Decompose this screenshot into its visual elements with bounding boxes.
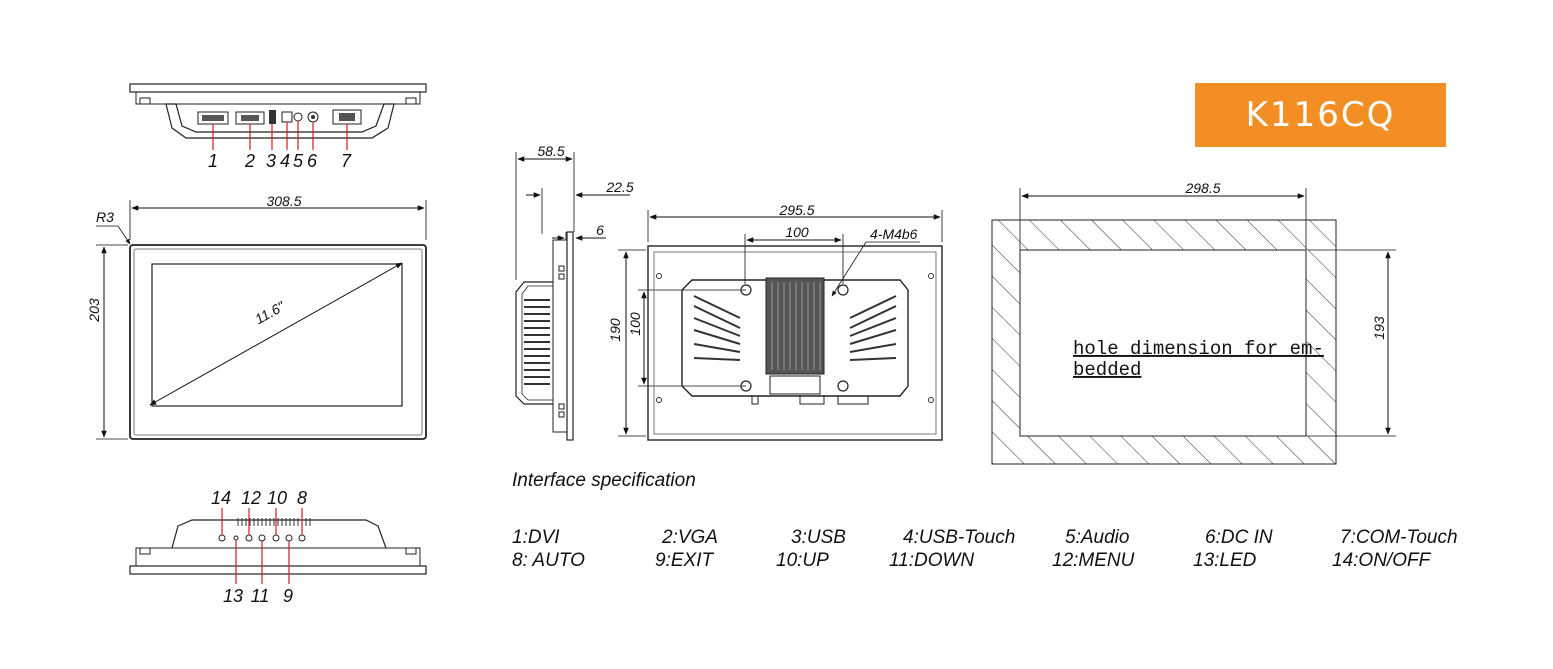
callout-label: 5 xyxy=(293,151,304,171)
callout-label: 2 xyxy=(244,151,255,171)
interface-item: 10:UP xyxy=(776,550,829,571)
top-connector-view: 1 2 3 4 5 6 7 xyxy=(129,83,427,171)
interface-item: 1:DVI xyxy=(512,527,560,548)
interface-specification: Interface specification 1:DVI 2:VGA 3:US… xyxy=(512,470,1458,571)
dim-front-width: 308.5 xyxy=(266,193,301,209)
front-view: 308.5 R3 11.6" 203 xyxy=(86,193,427,440)
callout-label: 10 xyxy=(267,488,287,508)
dim-side-thickness: 6 xyxy=(596,222,604,238)
interface-item: 12:MENU xyxy=(1052,550,1135,571)
interface-item: 3:USB xyxy=(791,527,846,548)
hole-note-line2: bedded xyxy=(1073,359,1141,381)
interface-item: 9:EXIT xyxy=(655,550,714,571)
callout-label: 13 xyxy=(223,586,243,606)
callout-label: 9 xyxy=(283,586,293,606)
interface-item: 2:VGA xyxy=(661,527,718,548)
callout-label: 14 xyxy=(211,488,231,508)
interface-item: 14:ON/OFF xyxy=(1332,550,1432,571)
callout-label: 8 xyxy=(297,488,307,508)
dim-side-depth: 58.5 xyxy=(537,143,564,159)
callout-label: 6 xyxy=(307,151,318,171)
dim-side-bezel: 22.5 xyxy=(605,179,633,195)
dim-vesa-width: 100 xyxy=(785,224,809,240)
interface-title: Interface specification xyxy=(512,470,696,491)
callout-label: 1 xyxy=(208,151,218,171)
back-view: 295.5 100 4-M4b6 190 100 xyxy=(607,202,943,441)
hole-note-line1: hole dimension for em- xyxy=(1073,338,1324,360)
dim-cutout-width: 298.5 xyxy=(1184,180,1220,196)
dim-cutout-height: 193 xyxy=(1371,316,1387,340)
bottom-button-view: 14 12 10 8 13 11 9 xyxy=(129,488,427,606)
dim-back-width: 295.5 xyxy=(778,202,814,218)
dim-screw: 4-M4b6 xyxy=(870,226,918,242)
dim-diagonal: 11.6" xyxy=(252,298,288,328)
interface-item: 6:DC IN xyxy=(1205,527,1273,548)
callout-label: 11 xyxy=(251,586,270,606)
callout-label: 12 xyxy=(241,488,261,508)
interface-item: 5:Audio xyxy=(1065,527,1129,548)
interface-item: 11:DOWN xyxy=(889,550,974,571)
interface-item: 7:COM-Touch xyxy=(1340,527,1458,548)
dim-vesa-height: 100 xyxy=(627,312,643,336)
interface-item: 8: AUTO xyxy=(512,550,585,571)
cutout-view: 298.5 193 hole dimension for em- bedded xyxy=(991,180,1396,465)
callout-label: 7 xyxy=(341,151,352,171)
interface-item: 13:LED xyxy=(1193,550,1257,571)
dim-front-height: 203 xyxy=(86,298,102,323)
callout-label: 3 xyxy=(266,151,276,171)
dim-back-height: 190 xyxy=(607,318,623,342)
interface-item: 4:USB-Touch xyxy=(903,527,1015,548)
callout-label: 4 xyxy=(280,151,290,171)
dim-corner-radius: R3 xyxy=(96,209,114,225)
model-badge: K116CQ xyxy=(1195,83,1446,147)
side-view: 58.5 22.5 6 xyxy=(515,143,634,441)
